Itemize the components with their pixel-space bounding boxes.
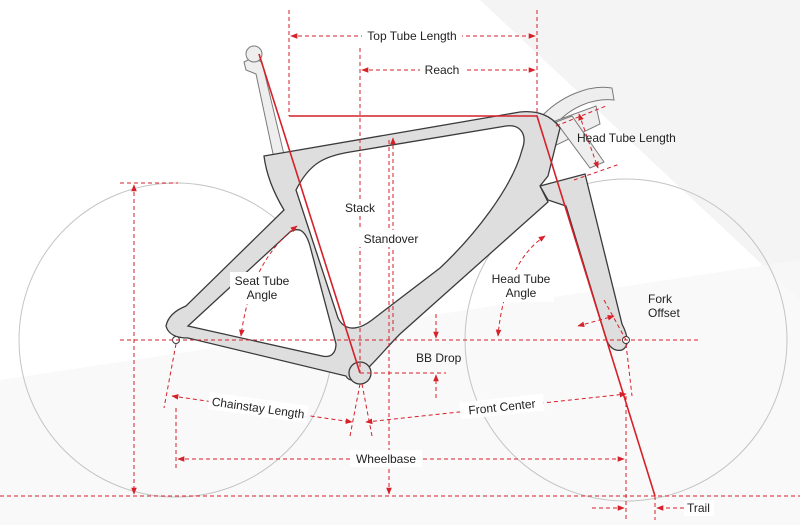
head-tube-extent-top — [555, 105, 607, 127]
label-bg — [340, 199, 380, 216]
fork-offset-dimension — [577, 314, 615, 328]
head-tube-axis — [536, 115, 656, 497]
label-bg — [684, 500, 714, 516]
front-triangle-cutout — [295, 125, 525, 329]
seat-tube-angle-label-line2: Angle — [247, 288, 278, 302]
seat-tube-angle-arc — [239, 225, 298, 337]
front-center-label-group: Front Center — [459, 393, 545, 420]
head-tube-angle-label-line2: Angle — [506, 286, 537, 300]
head-tube-length-label: Head Tube Length — [577, 131, 676, 145]
stack-label: Stack — [345, 201, 376, 215]
label-bg — [488, 270, 554, 302]
head-tube-extent-bottom — [573, 163, 621, 181]
standover-label: Standover — [364, 232, 419, 246]
top-tube-length-label: Top Tube Length — [367, 29, 456, 43]
label-bg — [420, 61, 464, 78]
seat-tube-axis — [258, 53, 361, 374]
fork-offset-label-line1: Fork — [648, 292, 673, 306]
handlebar — [539, 86, 615, 125]
label-bg — [230, 272, 294, 304]
trail-label: Trail — [687, 501, 710, 515]
head-tube-length-dimension — [578, 113, 599, 169]
background-shape — [480, 0, 800, 300]
fork-offset-label-line2: Offset — [648, 306, 680, 320]
seat-tube-angle-label-line1: Seat Tube — [235, 274, 290, 288]
front-center-extent-bb — [361, 383, 373, 437]
wheelbase-label: Wheelbase — [356, 452, 416, 466]
label-bg — [207, 392, 309, 423]
front-center-extent-axle — [625, 343, 633, 397]
chainstay-extent-rear — [163, 343, 177, 409]
chainstay-extent-bb — [349, 383, 361, 437]
saddle-clamp — [245, 45, 263, 63]
bb-drop-label: BB Drop — [416, 351, 462, 365]
label-bg — [358, 230, 424, 247]
fork-offset-extent — [603, 299, 627, 341]
front-center-dimension — [365, 391, 627, 425]
label-bg — [350, 450, 422, 467]
label-bg — [459, 393, 545, 420]
reach-label: Reach — [425, 63, 460, 77]
head-tube-angle-label-line1: Head Tube — [492, 272, 551, 286]
chainstay-length-dimension — [171, 394, 353, 424]
label-bg — [362, 27, 462, 44]
